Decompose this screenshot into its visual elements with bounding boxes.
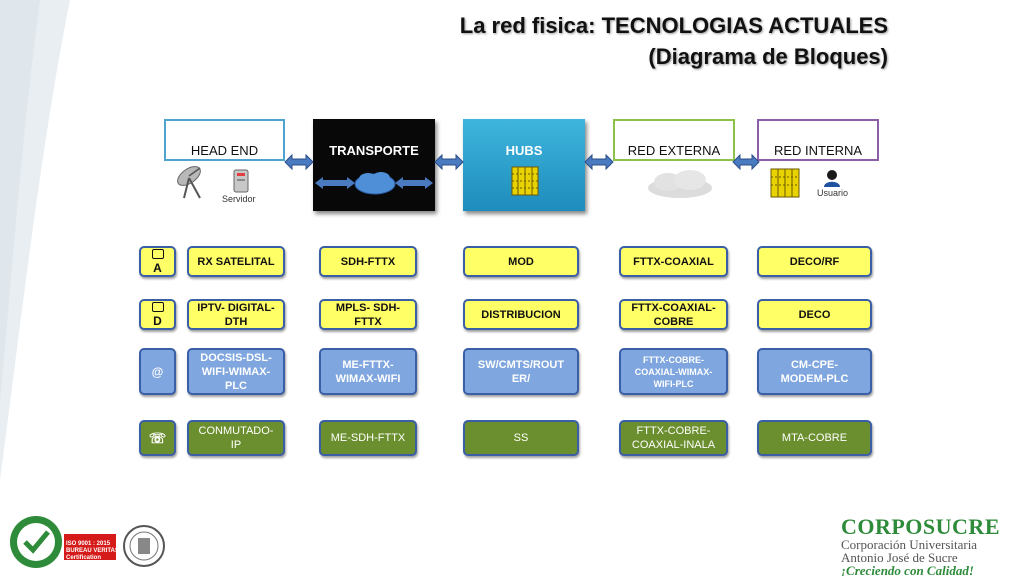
double-arrow-icon [434, 153, 464, 171]
block-hubs: HUBS [463, 119, 585, 211]
red-interna-label: RED INTERNA [773, 143, 863, 158]
cell-mod: MOD [463, 246, 579, 277]
at-icon: @ [151, 364, 164, 379]
title-line-2: (Diagrama de Bloques) [648, 44, 888, 69]
iso-badge: ISO 9001 : 2015 BUREAU VERITAS Certifica… [66, 541, 119, 562]
row-a-key: A [139, 246, 176, 277]
hub-rack-icon [511, 166, 539, 196]
block-red-externa: RED EXTERNA [613, 119, 735, 161]
cell-deco-rf: DECO/RF [757, 246, 872, 277]
internal-rack-icon [770, 168, 800, 198]
background-swoosh [0, 0, 70, 480]
row-at-key: @ [139, 348, 176, 395]
head-end-label: HEAD END [190, 143, 259, 158]
certification-logos [10, 516, 165, 568]
corposucre-name: CORPOSUCRE [840, 514, 1000, 539]
phone-icon: ☏ [148, 429, 167, 446]
cell-fttx-coaxial: FTTX-COAXIAL [619, 246, 728, 277]
slide-title: La red fisica: TECNOLOGIAS ACTUALES (Dia… [460, 10, 888, 72]
servidor-label: Servidor [222, 194, 256, 204]
external-cloud-icon [648, 170, 712, 198]
row-phone-key: ☏ [139, 420, 176, 456]
block-red-interna: RED INTERNA [757, 119, 879, 161]
cell-fttx-coaxial-cobre: FTTX-COAXIAL- COBRE [619, 299, 728, 330]
usuario-label: Usuario [817, 188, 849, 198]
red-externa-label: RED EXTERNA [627, 143, 721, 158]
title-line-1: La red fisica: TECNOLOGIAS ACTUALES [459, 13, 888, 38]
user-icon [824, 170, 840, 187]
iso-label: ISO 9001 : 2015 [66, 541, 111, 547]
row-a-key-label: A [153, 260, 162, 275]
corposucre-logo: CORPOSUCRE Corporación Universitaria Ant… [841, 516, 1000, 576]
cell-ss: SS [463, 420, 579, 456]
transport-cloud-icon [315, 172, 433, 195]
block-transporte: TRANSPORTE [313, 119, 435, 211]
cell-deco: DECO [757, 299, 872, 330]
square-icon [151, 248, 164, 259]
cell-cm-cpe: CM-CPE- MODEM-PLC [757, 348, 872, 395]
double-arrow-icon [284, 153, 314, 171]
cell-mpls: MPLS- SDH- FTTX [319, 299, 417, 330]
server-icon [233, 169, 249, 193]
cell-fttx-cobre-wimax: FTTX-COBRE- COAXIAL-WIMAX- WIFI-PLC [619, 348, 728, 395]
corp-line-1: Corporación Universitaria [840, 537, 978, 552]
row-d-key-label: D [153, 313, 162, 328]
cell-docsis: DOCSIS-DSL- WIFI-WIMAX- PLC [187, 348, 285, 395]
cell-fttx-cobre-inala: FTTX-COBRE- COAXIAL-INALA [619, 420, 728, 456]
cell-distribucion: DISTRIBUCION [463, 299, 579, 330]
cell-iptv: IPTV- DIGITAL- DTH [187, 299, 285, 330]
transporte-label: TRANSPORTE [329, 143, 419, 158]
row-d-key: D [139, 299, 176, 330]
cell-rx-satelital: RX SATELITAL [187, 246, 285, 277]
cell-conmutado: CONMUTADO- IP [187, 420, 285, 456]
cell-me-sdh-fttx: ME-SDH-FTTX [319, 420, 417, 456]
cell-sdh-fttx: SDH-FTTX [319, 246, 417, 277]
bureau-label: BUREAU VERITAS [66, 548, 119, 554]
double-arrow-icon [732, 153, 760, 171]
hubs-label: HUBS [505, 143, 543, 158]
cell-sw-cmts: SW/CMTS/ROUT ER/ [463, 348, 579, 395]
cell-me-fttx-wimax: ME-FTTX- WIMAX-WIFI [319, 348, 417, 395]
satellite-dish-icon [177, 166, 201, 199]
certification-label: Certification [66, 555, 102, 561]
corp-slogan: ¡Creciendo con Calidad! [840, 563, 974, 576]
block-head-end: HEAD END [164, 119, 285, 161]
double-arrow-icon [584, 153, 614, 171]
corp-line-2: Antonio José de Sucre [840, 550, 958, 565]
square-icon [151, 301, 164, 312]
cell-mta-cobre: MTA-COBRE [757, 420, 872, 456]
